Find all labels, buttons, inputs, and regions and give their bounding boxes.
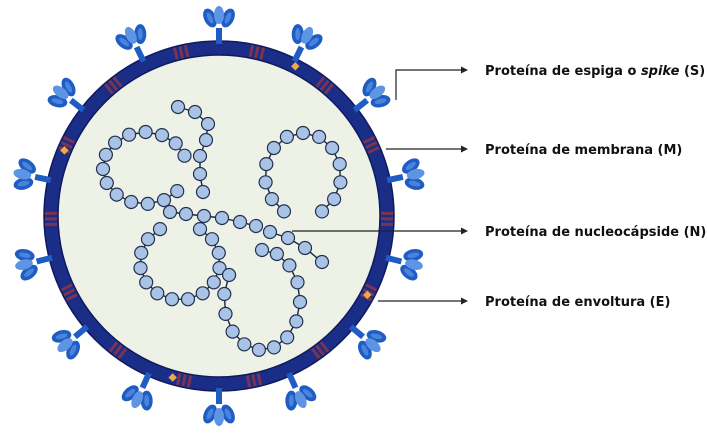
- nucleocapsid-bead-icon: [333, 158, 346, 171]
- nucleocapsid-bead-icon: [256, 244, 269, 257]
- nucleocapsid-bead-icon: [125, 196, 138, 209]
- nucleocapsid-bead-icon: [265, 193, 278, 206]
- nucleocapsid-bead-icon: [223, 269, 236, 282]
- nucleocapsid-bead-icon: [264, 226, 277, 239]
- label-envelope-protein: Proteína de envoltura (E): [485, 295, 670, 310]
- nucleocapsid-bead-icon: [158, 194, 171, 207]
- label-spike-suffix: (S): [679, 64, 705, 79]
- nucleocapsid-bead-icon: [326, 142, 339, 155]
- nucleocapsid-bead-icon: [171, 185, 184, 198]
- spike-protein-icon: [200, 388, 237, 426]
- nucleocapsid-bead-icon: [156, 129, 169, 142]
- nucleocapsid-bead-icon: [194, 168, 207, 181]
- nucleocapsid-bead-icon: [202, 118, 215, 131]
- nucleocapsid-bead-icon: [164, 206, 177, 219]
- pointer-line-spike: [396, 70, 462, 100]
- nucleocapsid-bead-icon: [278, 205, 291, 218]
- nucleocapsid-bead-icon: [172, 101, 185, 114]
- nucleocapsid-bead-icon: [197, 186, 210, 199]
- nucleocapsid-bead-icon: [316, 256, 329, 269]
- nucleocapsid-bead-icon: [189, 106, 202, 119]
- nucleocapsid-bead-icon: [291, 276, 304, 289]
- nucleocapsid-bead-icon: [328, 193, 341, 206]
- nucleocapsid-bead-icon: [169, 137, 182, 150]
- nucleocapsid-bead-icon: [140, 276, 153, 289]
- nucleocapsid-bead-icon: [109, 136, 122, 149]
- nucleocapsid-bead-icon: [280, 130, 293, 143]
- nucleocapsid-bead-icon: [282, 232, 295, 245]
- nucleocapsid-bead-icon: [267, 142, 280, 155]
- nucleocapsid-bead-icon: [219, 307, 232, 320]
- nucleocapsid-bead-icon: [206, 233, 219, 246]
- nucleocapsid-bead-icon: [216, 212, 229, 225]
- nucleocapsid-bead-icon: [316, 205, 329, 218]
- nucleocapsid-bead-icon: [196, 287, 209, 300]
- label-membrane-protein: Proteína de membrana (M): [485, 143, 682, 158]
- nucleocapsid-bead-icon: [142, 233, 155, 246]
- nucleocapsid-bead-icon: [299, 242, 312, 255]
- pointer-arrowheads: [461, 67, 468, 305]
- nucleocapsid-bead-icon: [283, 259, 296, 272]
- nucleocapsid-bead-icon: [200, 134, 213, 147]
- nucleocapsid-bead-icon: [259, 176, 272, 189]
- nucleocapsid-bead-icon: [151, 287, 164, 300]
- nucleocapsid-bead-icon: [234, 216, 247, 229]
- nucleocapsid-bead-icon: [212, 246, 225, 259]
- membrane-protein-icon: [45, 212, 57, 226]
- label-spike-emph: spike: [641, 64, 680, 79]
- label-nucleocapsid-protein: Proteína de nucleocápside (N): [485, 225, 706, 240]
- nucleocapsid-bead-icon: [281, 331, 294, 344]
- label-spike-main: Proteína de espiga o: [485, 64, 641, 79]
- nucleocapsid-bead-icon: [141, 197, 154, 210]
- membrane-protein-icon: [381, 212, 393, 226]
- nucleocapsid-bead-icon: [207, 276, 220, 289]
- nucleocapsid-bead-icon: [270, 248, 283, 261]
- nucleocapsid-bead-icon: [99, 148, 112, 161]
- nucleocapsid-bead-icon: [198, 210, 211, 223]
- spike-protein-icon: [200, 6, 237, 44]
- nucleocapsid-bead-icon: [166, 293, 179, 306]
- nucleocapsid-bead-icon: [218, 288, 231, 301]
- nucleocapsid-bead-icon: [268, 341, 281, 354]
- nucleocapsid-bead-icon: [297, 127, 310, 140]
- nucleocapsid-bead-icon: [97, 163, 110, 176]
- nucleocapsid-bead-icon: [180, 208, 193, 221]
- nucleocapsid-bead-icon: [194, 150, 207, 163]
- nucleocapsid-bead-icon: [313, 130, 326, 143]
- nucleocapsid-bead-icon: [182, 293, 195, 306]
- nucleocapsid-bead-icon: [294, 296, 307, 309]
- nucleocapsid-bead-icon: [238, 338, 251, 351]
- nucleocapsid-bead-icon: [290, 315, 303, 328]
- nucleocapsid-bead-icon: [178, 149, 191, 162]
- nucleocapsid-bead-icon: [250, 220, 263, 233]
- arrowhead-envelope: [461, 298, 468, 305]
- nucleocapsid-bead-icon: [110, 188, 123, 201]
- nucleocapsid-bead-icon: [252, 343, 265, 356]
- arrowhead-membrane: [461, 146, 468, 153]
- nucleocapsid-bead-icon: [123, 128, 136, 141]
- arrowhead-nucleocapsid: [461, 228, 468, 235]
- nucleocapsid-bead-icon: [134, 262, 147, 275]
- nucleocapsid-bead-icon: [226, 325, 239, 338]
- arrowhead-spike: [461, 67, 468, 74]
- nucleocapsid-bead-icon: [334, 176, 347, 189]
- nucleocapsid-bead-icon: [135, 246, 148, 259]
- nucleocapsid-bead-icon: [194, 223, 207, 236]
- label-spike-protein: Proteína de espiga o spike (S): [485, 64, 705, 79]
- nucleocapsid-bead-icon: [139, 126, 152, 139]
- nucleocapsid-bead-icon: [154, 223, 167, 236]
- nucleocapsid-bead-icon: [260, 158, 273, 171]
- nucleocapsid-bead-icon: [100, 177, 113, 190]
